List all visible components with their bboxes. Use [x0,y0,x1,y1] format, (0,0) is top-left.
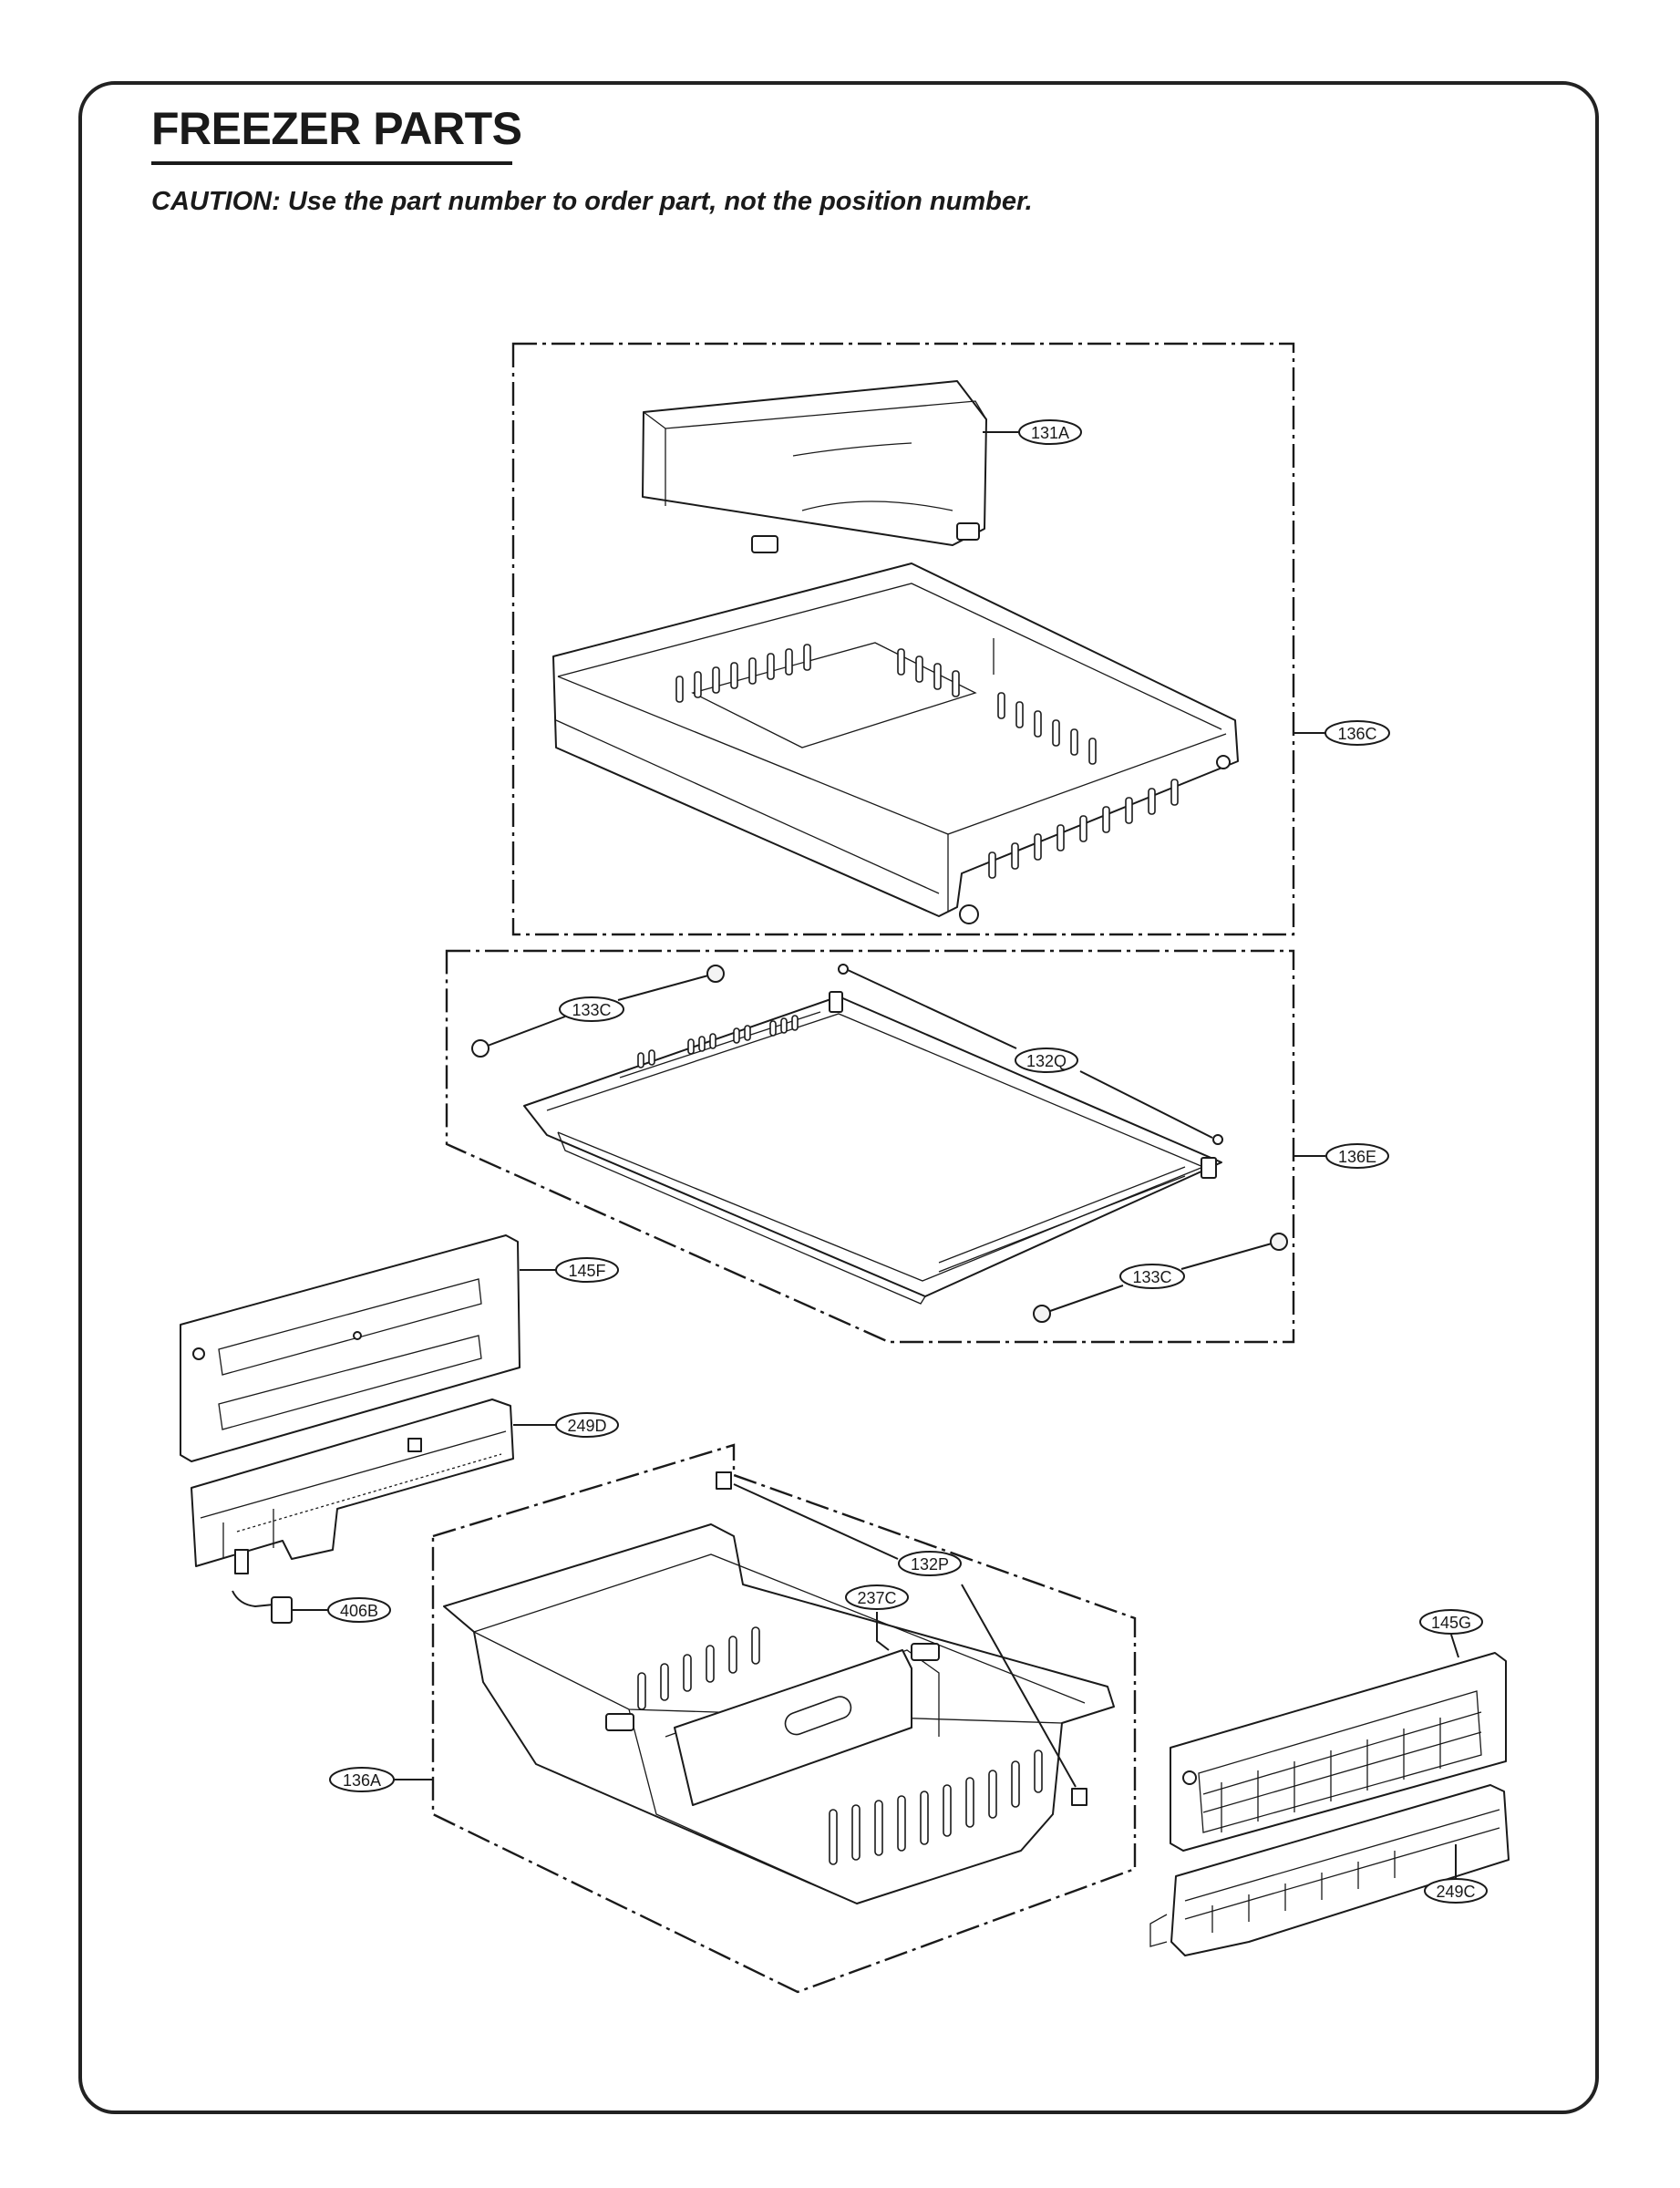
group-upper-drawer [511,342,1295,936]
pin-132Q [1212,1134,1223,1145]
drawer-136C [552,562,1239,924]
callout-131A [1018,419,1082,445]
sensor-406B [232,1590,293,1624]
pin-132Q [838,964,849,975]
clip-132P [1071,1788,1087,1806]
callout-249D [555,1412,619,1438]
callout-label-136E: 136E [1338,1148,1376,1166]
callout-145F [555,1257,619,1283]
callout-label-237C: 237C [857,1589,896,1607]
cover-145F [180,1234,520,1462]
callout-label-133C-right: 133C [1132,1268,1171,1286]
callout-label-131A: 131A [1031,424,1069,442]
small-bin-131A [642,380,987,553]
group-boundary-upper [511,342,1295,936]
callout-label-132Q: 132Q [1026,1052,1067,1070]
callout-label-249D: 249D [567,1417,606,1435]
group-lower-drawer [431,1443,1137,1994]
callout-label-132P: 132P [911,1555,949,1574]
callouts: 131A 136C 133C 132Q 136E 133C 145F 249D … [292,419,1488,1904]
callout-label-249C: 249C [1436,1883,1475,1901]
rail-249C [1149,1784,1510,1956]
callout-145G [1419,1609,1483,1635]
callout-133C-right [1119,1264,1185,1289]
drawer-136A-slots [637,1626,1043,1865]
page-frame [78,81,1599,2114]
callout-406B [327,1597,391,1623]
group-shelf-frame [445,949,1295,1344]
callout-label-406B: 406B [340,1602,378,1620]
callout-label-136C: 136C [1337,725,1376,743]
group-boundary-shelf [445,949,1295,1344]
drawer-136C-slots [675,644,1179,879]
callout-136E [1325,1143,1389,1169]
callout-136A [329,1767,395,1792]
caution-note: CAUTION: Use the part number to order pa… [151,187,1033,216]
callout-136C [1324,720,1390,746]
callout-132Q [1015,1048,1078,1073]
callout-237C [845,1584,909,1610]
screw-133C [1033,1305,1051,1323]
callout-label-133C-left: 133C [572,1001,611,1019]
screw-133C [706,965,725,983]
callout-label-136A: 136A [343,1771,381,1790]
screw-133C [471,1039,490,1058]
callout-249C [1424,1878,1488,1904]
clip-132P [716,1471,732,1490]
title-underline [151,161,512,165]
divider-237C [674,1649,912,1806]
callout-133C-left [559,996,624,1022]
callout-label-145G: 145G [1431,1614,1471,1632]
screw-133C [1270,1233,1288,1251]
callout-label-145F: 145F [568,1262,605,1280]
rail-249D [191,1398,514,1574]
frame-136E [523,991,1222,1305]
cover-145G [1170,1652,1507,1852]
callout-132P [898,1551,962,1576]
page-title: FREEZER PARTS [151,103,522,154]
group-boundary-lower [431,1443,1137,1994]
